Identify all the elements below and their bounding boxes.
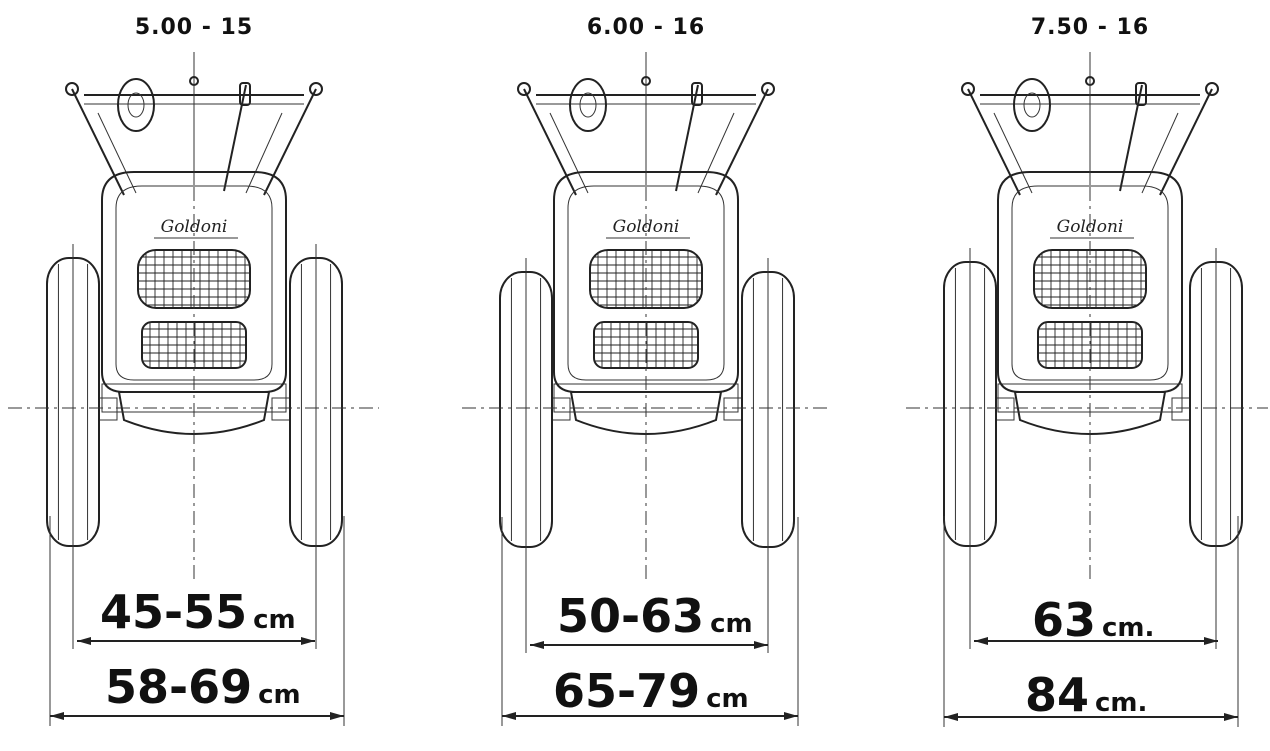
gear-lever-knob [691, 82, 703, 106]
hood-inner-outline [115, 185, 273, 381]
handle-right [715, 88, 769, 196]
arrowhead [77, 637, 91, 645]
throttle-housing-inner [1023, 92, 1041, 118]
arrowhead [784, 712, 798, 720]
arrowhead [530, 641, 544, 649]
hub-left [995, 397, 1015, 421]
arrowhead [754, 641, 768, 649]
inner-track-dimension [974, 637, 1218, 645]
throttle-housing-inner [579, 92, 597, 118]
lower-grille [593, 321, 699, 369]
outer-width-unit: cm. [1095, 688, 1147, 718]
control-cable [697, 112, 735, 194]
control-cable [245, 112, 283, 194]
handle-right [1159, 88, 1213, 196]
inner-track-dimension [530, 641, 768, 649]
handle-grip-right [309, 82, 323, 96]
gear-lever [223, 84, 247, 192]
outer-width-unit: cm [706, 684, 749, 714]
outer-width-value: 84 [1025, 668, 1089, 722]
handle-left [71, 88, 125, 196]
inner-track-unit: cm [253, 605, 296, 635]
engine-hood: Goldoni [101, 171, 287, 393]
inner-track-value: 63 [1032, 593, 1096, 647]
hood-inner-outline [567, 185, 725, 381]
control-cable [993, 112, 1033, 194]
throttle-housing [1013, 78, 1051, 132]
gear-lever-knob [239, 82, 251, 106]
control-cable [549, 112, 589, 194]
tire-size-label: 7.50 - 16 [1031, 15, 1149, 40]
inner-track-dimension [77, 637, 315, 645]
inner-track-unit: cm [710, 609, 753, 639]
handlebar [65, 57, 323, 196]
arrowhead [1224, 713, 1238, 721]
outer-width-dimension [944, 713, 1238, 721]
arrowhead [301, 637, 315, 645]
outer-width-unit: cm [258, 680, 301, 710]
hub-right [271, 397, 291, 421]
hood-outline [553, 171, 739, 393]
hub-left [551, 397, 571, 421]
handle-left [523, 88, 577, 196]
arrowhead [974, 637, 988, 645]
handle-grip-right [1205, 82, 1219, 96]
sump-housing [1013, 391, 1167, 435]
hub-right [1171, 397, 1191, 421]
outer-width-dimension [502, 712, 798, 720]
outer-width-value: 58-69 [105, 660, 252, 714]
arrowhead [330, 712, 344, 720]
tire-size-label: 6.00 - 16 [587, 15, 705, 40]
hub-right [723, 397, 743, 421]
sump-housing [117, 391, 271, 435]
handle-right [263, 88, 317, 196]
gear-lever [1119, 84, 1143, 192]
handle-grip-left [961, 82, 975, 96]
outer-width-value: 65-79 [553, 664, 700, 718]
inner-track-value: 50-63 [557, 589, 704, 643]
throttle-housing-inner [127, 92, 145, 118]
throttle-housing [569, 78, 607, 132]
lower-grille-mesh [594, 322, 698, 368]
control-cable [1141, 112, 1179, 194]
tire-size-label: 5.00 - 15 [135, 15, 253, 40]
gear-lever-knob [1135, 82, 1147, 106]
outer-width-dimension [50, 712, 344, 720]
arrowhead [1204, 637, 1218, 645]
control-cable [97, 112, 137, 194]
lower-grille-mesh [142, 322, 246, 368]
hood-inner-outline [1011, 185, 1169, 381]
hood-outline [997, 171, 1183, 393]
handle-grip-left [517, 82, 531, 96]
inner-track-unit: cm. [1102, 613, 1154, 643]
throttle-housing [117, 78, 155, 132]
arrowhead [944, 713, 958, 721]
gear-lever [675, 84, 699, 192]
arrowhead [50, 712, 64, 720]
handlebar [961, 57, 1219, 196]
handle-grip-right [761, 82, 775, 96]
handle-left [967, 88, 1021, 196]
inner-track-value: 45-55 [100, 585, 247, 639]
hood-outline [101, 171, 287, 393]
handle-grip-left [65, 82, 79, 96]
sump-housing [569, 391, 723, 435]
arrowhead [502, 712, 516, 720]
lower-grille-mesh [1038, 322, 1142, 368]
